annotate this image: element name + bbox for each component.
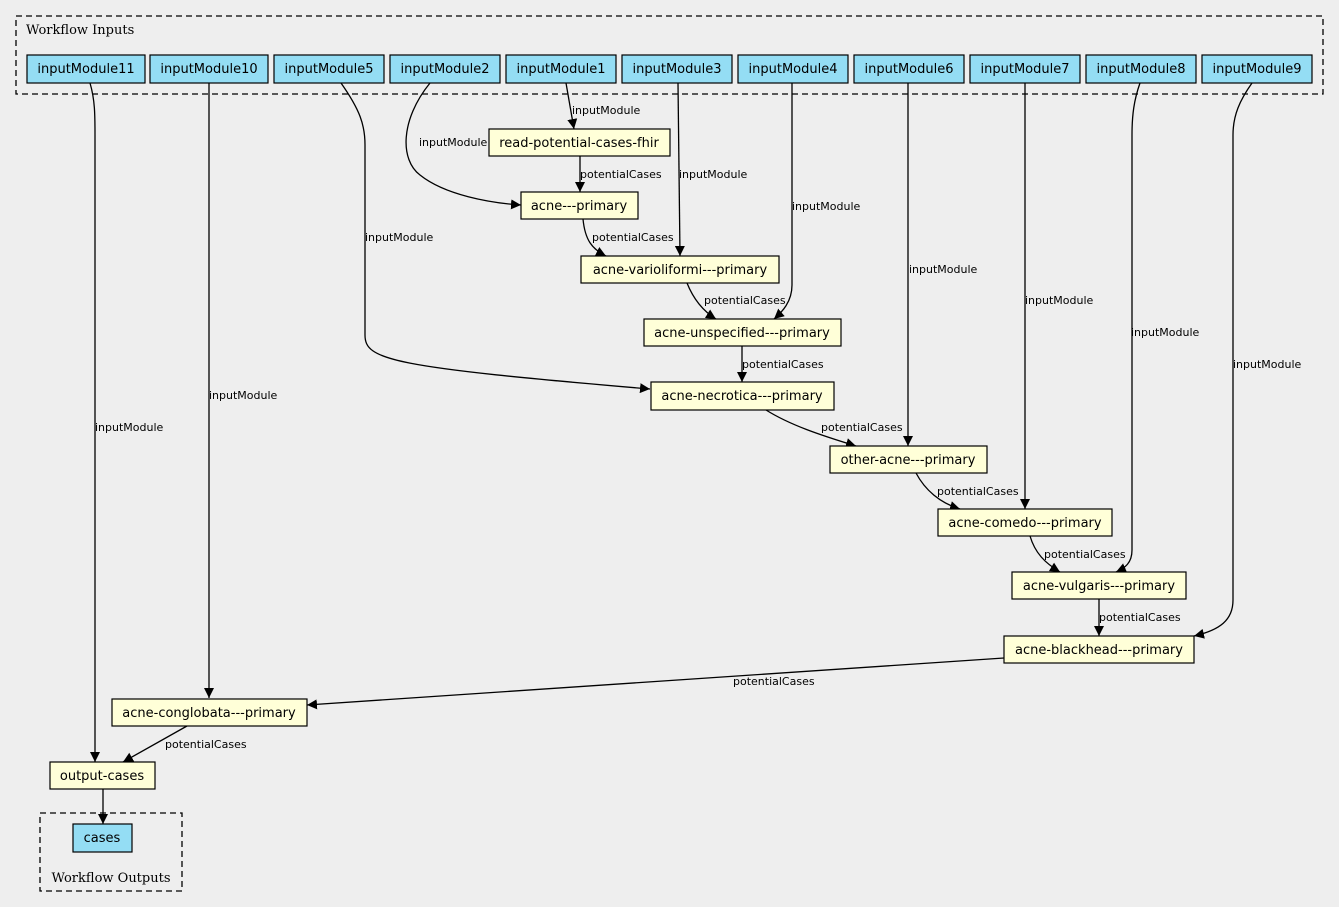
edge-label: inputModule [95,421,164,434]
edge-label: potentialCases [733,675,815,688]
node-inputModule6[interactable]: inputModule6 [853,54,965,84]
node-acne-varioliformi-primary[interactable]: acne-varioliformi---primary [580,255,780,284]
edge-label: potentialCases [1044,548,1126,561]
node-label: acne-conglobata---primary [122,706,296,721]
node-inputModule2[interactable]: inputModule2 [389,54,501,84]
edge-blackhead-conglobata [306,657,1005,710]
edge-label: inputModule [365,231,434,244]
edge-label: potentialCases [742,358,824,371]
node-cases[interactable]: cases [72,823,133,853]
node-label: inputModule9 [1213,62,1302,77]
node-inputModule3[interactable]: inputModule3 [621,54,733,84]
node-acne-primary[interactable]: acne---primary [520,191,639,220]
workflow-outputs-label: Workflow Outputs [52,871,171,886]
step-nodes: read-potential-cases-fhir acne---primary… [49,128,1195,790]
node-acne-blackhead-primary[interactable]: acne-blackhead---primary [1003,635,1195,664]
node-label: inputModule4 [749,62,838,77]
edge-label: inputModule [909,263,978,276]
edge-label: potentialCases [1099,611,1181,624]
node-inputModule11[interactable]: inputModule11 [26,54,146,84]
node-read-potential-cases-fhir[interactable]: read-potential-cases-fhir [488,128,671,157]
edge-input8-vulgaris [1115,82,1141,573]
node-inputModule10[interactable]: inputModule10 [149,54,269,84]
node-label: cases [84,831,121,846]
node-label: inputModule10 [160,62,257,77]
node-label: acne---primary [531,199,628,214]
node-label: inputModule5 [285,62,374,77]
node-label: acne-comedo---primary [948,516,1102,531]
node-label: inputModule2 [401,62,490,77]
node-label: inputModule7 [981,62,1070,77]
edge-label: inputModule [1025,294,1094,307]
edge-label: inputModule [419,136,488,149]
edge-label: potentialCases [937,485,1019,498]
node-label: inputModule8 [1097,62,1186,77]
node-label: read-potential-cases-fhir [499,136,659,151]
edge-input9-blackhead [1193,82,1253,639]
node-label: inputModule6 [865,62,954,77]
node-label: acne-unspecified---primary [654,326,830,341]
node-acne-unspecified-primary[interactable]: acne-unspecified---primary [643,318,842,347]
edge-other-acne-comedo [915,472,961,511]
edge-label: potentialCases [165,738,247,751]
edge-necrotica-other-acne [765,409,857,448]
node-inputModule1[interactable]: inputModule1 [505,54,617,84]
edge-input4-unspecified [773,83,793,320]
node-label: inputModule3 [633,62,722,77]
node-inputModule9[interactable]: inputModule9 [1201,54,1313,84]
node-inputModule4[interactable]: inputModule4 [737,54,849,84]
node-label: inputModule11 [37,62,134,77]
edge-comedo-vulgaris [1029,535,1061,573]
edge-input11-output [89,82,100,762]
edge-acne-primary-varioliformi [582,218,607,257]
edge-varioliformi-unspecified [686,282,717,320]
node-inputModule5[interactable]: inputModule5 [273,54,385,84]
workflow-inputs-cluster: Workflow Inputs [15,15,1324,95]
node-inputModule7[interactable]: inputModule7 [969,54,1081,84]
edge-input5-necrotica [340,82,651,394]
edge-label: potentialCases [704,294,786,307]
node-label: inputModule1 [517,62,606,77]
edge-input3-varioliformi [674,82,685,257]
node-output-cases[interactable]: output-cases [49,761,156,790]
edge-input2-acne-primary [405,82,522,210]
node-acne-comedo-primary[interactable]: acne-comedo---primary [937,508,1113,537]
node-label: other-acne---primary [841,453,976,468]
node-label: output-cases [60,769,144,784]
edge-label: inputModule [1131,326,1200,339]
input-nodes: inputModule11 inputModule10 inputModule5… [26,54,1313,84]
edge-conglobata-output [122,725,188,763]
workflow-inputs-label: Workflow Inputs [26,23,134,38]
edge-label: inputModule [209,389,278,402]
node-other-acne-primary[interactable]: other-acne---primary [829,445,988,474]
node-acne-necrotica-primary[interactable]: acne-necrotica---primary [650,381,835,411]
edge-label: inputModule [1233,358,1302,371]
node-acne-conglobata-primary[interactable]: acne-conglobata---primary [111,698,308,727]
node-label: acne-blackhead---primary [1015,643,1183,658]
node-label: acne-varioliformi---primary [593,263,768,278]
edge-input1-read [565,82,578,130]
edge-label: potentialCases [580,168,662,181]
edge-label: inputModule [679,168,748,181]
node-inputModule8[interactable]: inputModule8 [1085,54,1197,84]
node-acne-vulgaris-primary[interactable]: acne-vulgaris---primary [1011,571,1187,600]
edge-label: potentialCases [592,231,674,244]
edges: inputModule potentialCases inputModule p… [89,82,1302,824]
edge-label: inputModule [792,200,861,213]
edge-label: potentialCases [821,421,903,434]
workflow-outputs-cluster: Workflow Outputs [39,812,183,892]
edge-label: inputModule [572,104,641,117]
node-label: acne-vulgaris---primary [1023,579,1175,594]
node-label: acne-necrotica---primary [661,389,823,404]
